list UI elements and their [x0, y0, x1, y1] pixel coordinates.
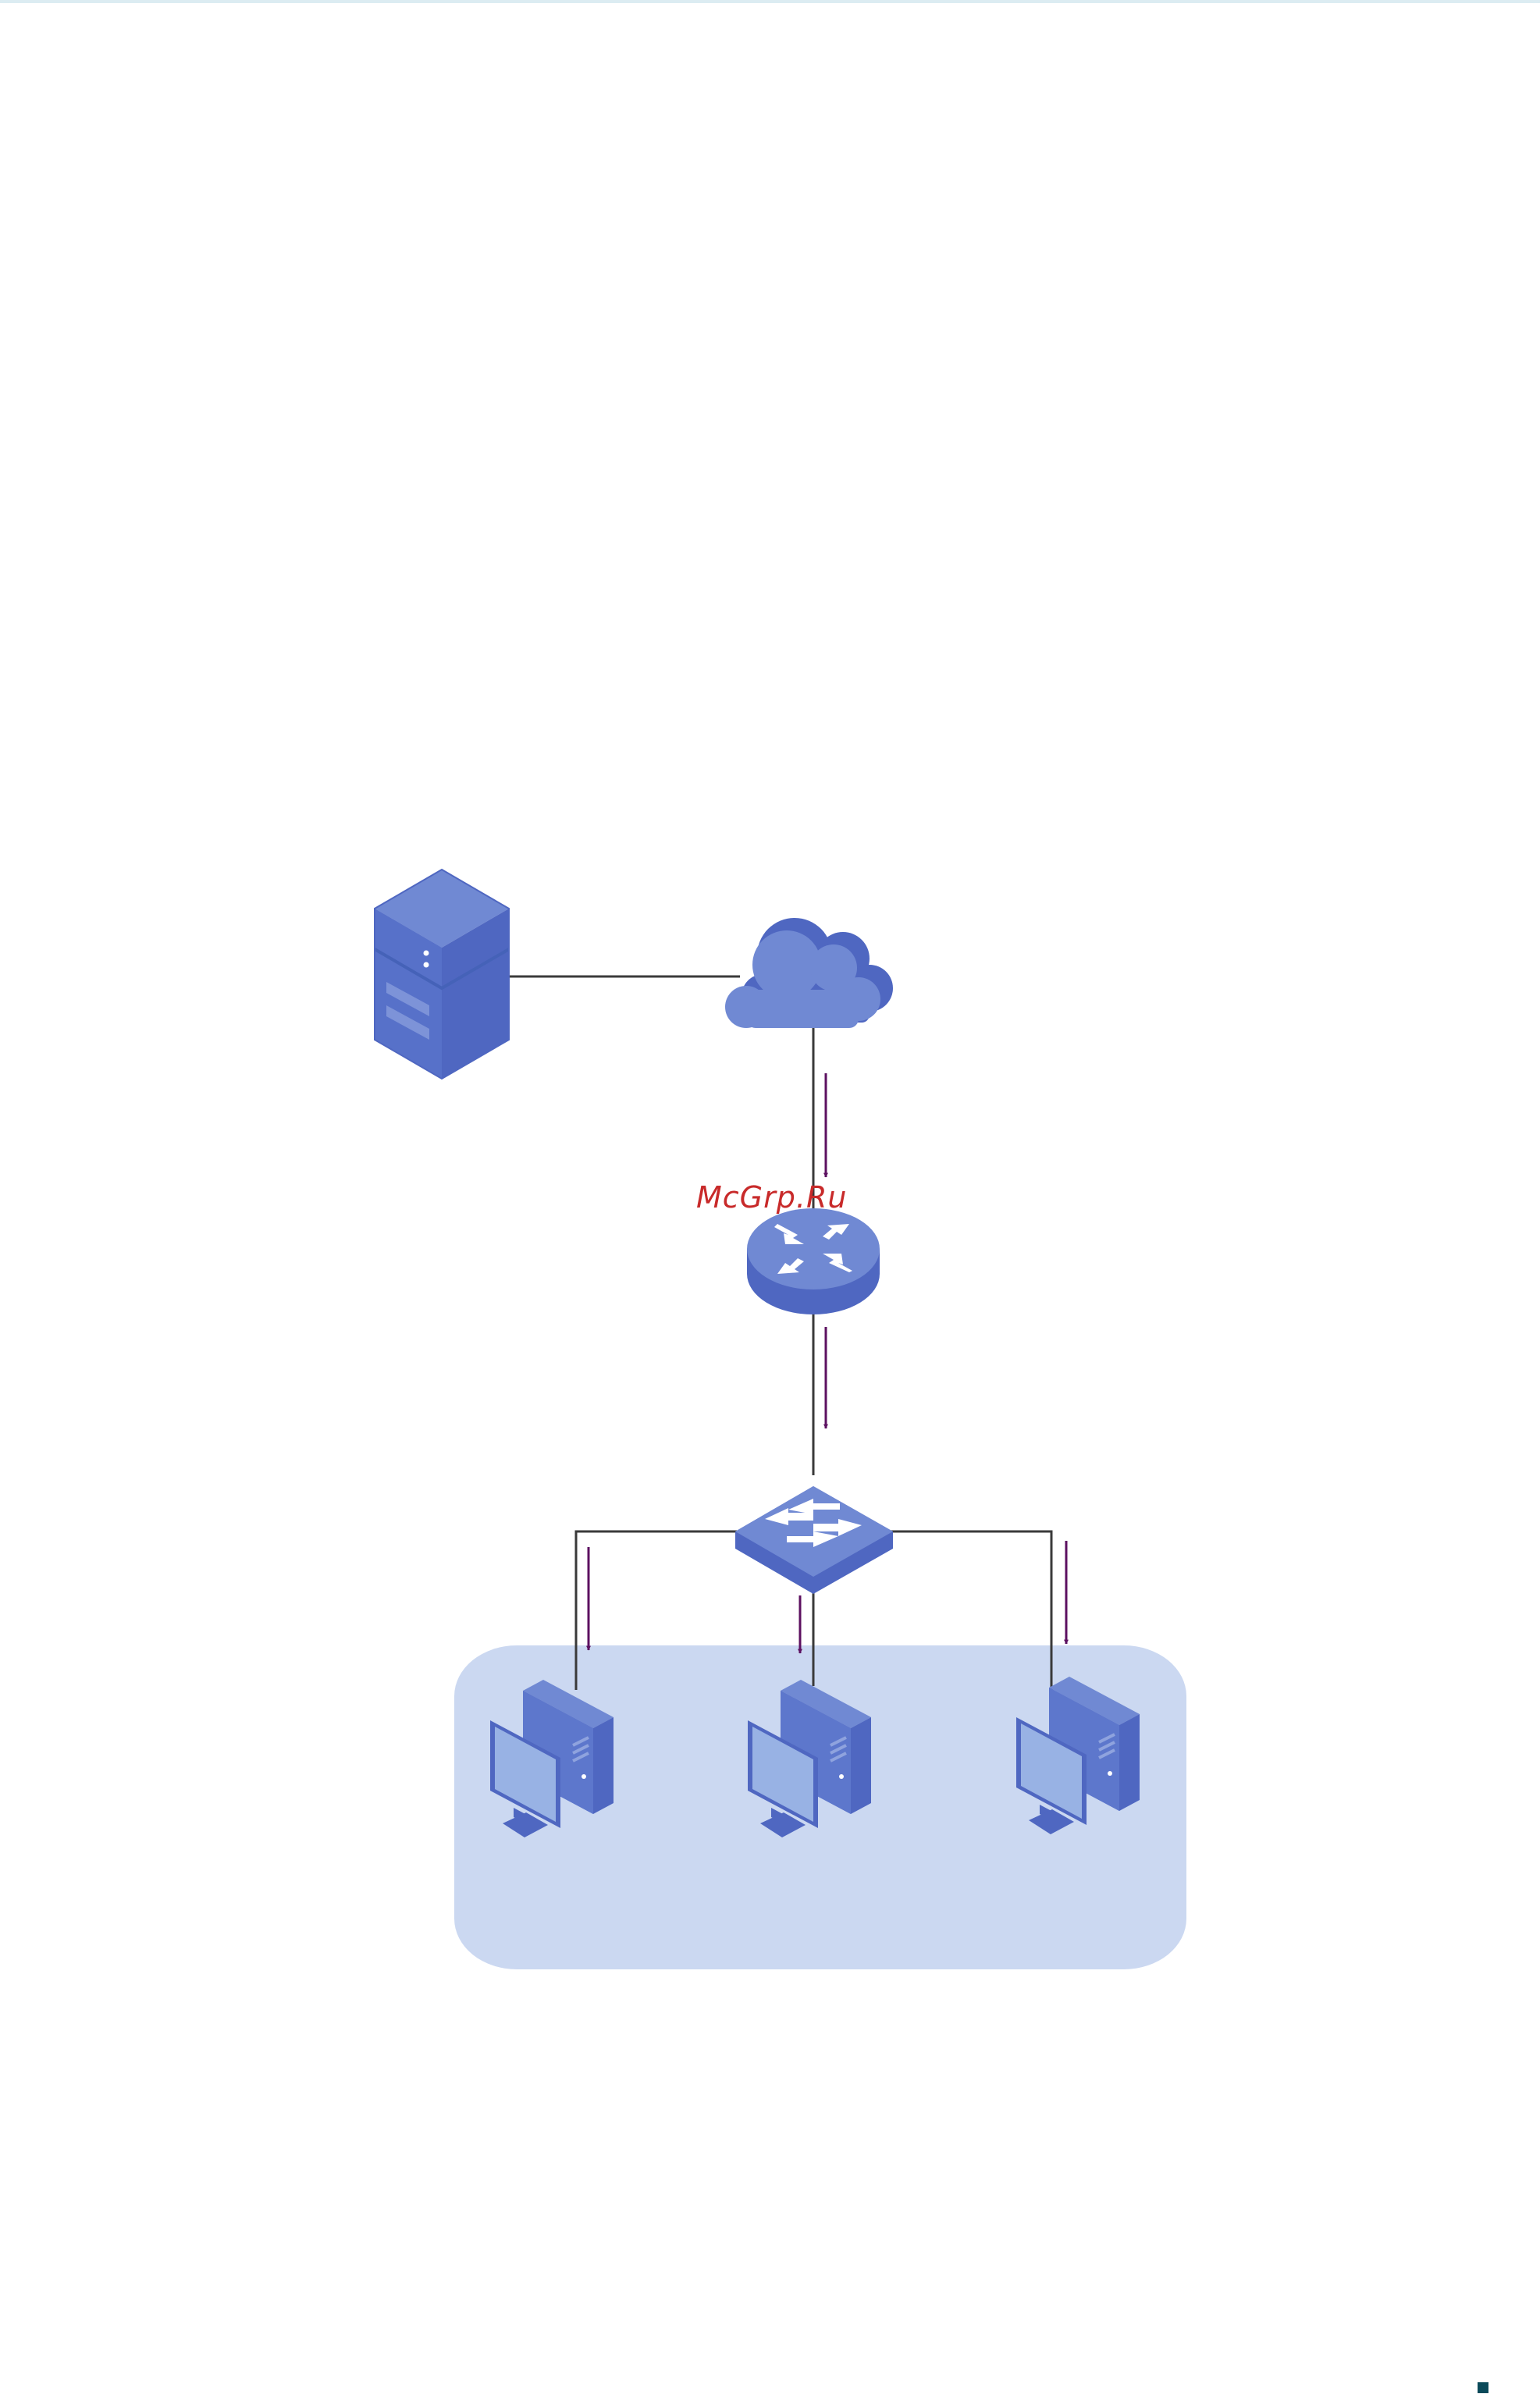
watermark-text: McGrp.Ru — [696, 1180, 847, 1215]
server-icon — [375, 870, 509, 1079]
router-icon — [747, 1208, 880, 1314]
corner-mark — [1478, 2382, 1488, 2393]
links — [509, 976, 1051, 1690]
diagram-root — [375, 870, 1186, 1969]
cloud-icon — [725, 918, 893, 1028]
switch-icon — [735, 1486, 893, 1594]
